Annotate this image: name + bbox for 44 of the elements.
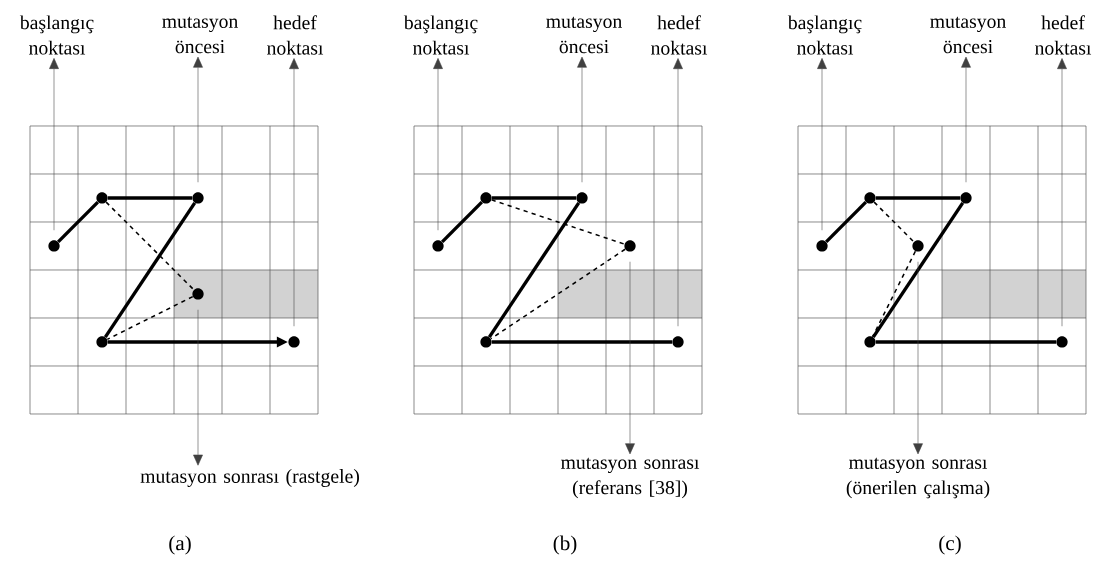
text-label: hedef noktası (1035, 15, 1092, 55)
path-line (107, 196, 193, 200)
text-label: mutasyon sonrası (önerilen çalışma) (846, 457, 990, 499)
leader-line (193, 56, 203, 183)
leader-line (961, 56, 971, 183)
panel-label: (b) (553, 535, 577, 555)
text-label: mutasyon öncesi (546, 16, 622, 54)
leader-line (289, 58, 299, 327)
text-label: hedef noktası (651, 15, 708, 55)
dashed-line (873, 201, 915, 243)
dashed-line (490, 199, 626, 245)
dashed-line (106, 295, 194, 341)
leader-line (433, 58, 443, 231)
text-label: mutasyon öncesi (162, 16, 238, 54)
path-line (875, 196, 961, 200)
text-label: başlangıç noktası (19, 15, 94, 55)
leader-line (913, 261, 923, 455)
path-line (487, 201, 581, 338)
dashed-line (490, 248, 626, 340)
text-label: mutasyon öncesi (930, 16, 1006, 54)
path-line (491, 340, 673, 344)
path-line (825, 200, 868, 243)
path-line (875, 340, 1057, 344)
leader-line (817, 58, 827, 231)
leader-line (577, 56, 587, 183)
panel-label: (c) (939, 535, 961, 555)
path-line (871, 201, 965, 338)
text-label: başlangıç noktası (787, 15, 862, 55)
path-line (103, 201, 197, 338)
leader-line (193, 309, 203, 466)
text-label: mutasyon sonrası (rastgele) (140, 469, 359, 487)
leader-line (673, 58, 683, 327)
leader-line (49, 58, 59, 231)
dashed-line (105, 201, 195, 291)
path-line (57, 200, 100, 243)
path-line (491, 196, 577, 200)
text-label: mutasyon sonrası (referans [38]) (561, 457, 700, 499)
dashed-line (871, 250, 917, 338)
text-label: başlangıç noktası (403, 15, 478, 55)
leader-line (1057, 58, 1067, 327)
panel-label: (a) (169, 535, 191, 555)
path-line (441, 200, 483, 243)
leader-line (625, 261, 635, 455)
text-label: hedef noktası (267, 15, 324, 55)
